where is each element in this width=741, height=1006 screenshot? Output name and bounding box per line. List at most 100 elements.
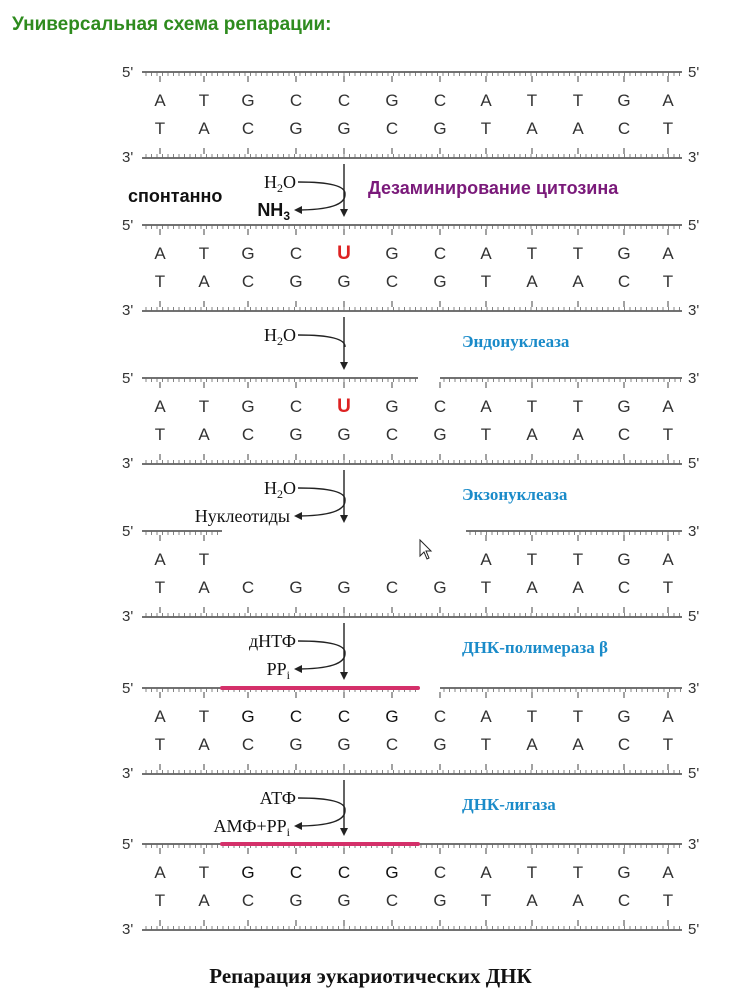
top-strand-base: A (480, 550, 492, 569)
bottom-strand-base: T (663, 578, 673, 597)
top-strand-base: G (617, 91, 630, 110)
top-strand-base: G (385, 707, 398, 726)
bottom-strand-base: A (526, 119, 538, 138)
bottom-strand-base: A (198, 272, 210, 291)
top-strand-base: C (338, 707, 350, 726)
bottom-strand-base: G (433, 578, 446, 597)
top-strand-base: T (527, 91, 537, 110)
top-strand-base: C (290, 863, 302, 882)
bottom-strand-base: G (337, 578, 350, 597)
input-reagent: АТФ (260, 788, 296, 808)
top-strand-base: T (573, 244, 583, 263)
bottom-left-end-label: 3' (122, 765, 133, 782)
bottom-strand-base: G (337, 425, 350, 444)
bottom-strand-base: G (289, 272, 302, 291)
top-strand-base: T (573, 707, 583, 726)
step-arrow-head (340, 828, 348, 836)
bottom-right-end-label: 5' (688, 765, 699, 782)
top-strand-base: G (241, 244, 254, 263)
bottom-strand-base: G (433, 891, 446, 910)
bottom-right-end-label: 3' (688, 149, 699, 166)
top-strand-base: A (662, 91, 674, 110)
output-arrow-head (294, 512, 302, 520)
top-strand-base: G (617, 707, 630, 726)
bottom-strand-base: A (572, 578, 584, 597)
output-curve (295, 193, 346, 211)
bottom-strand-base: T (663, 425, 673, 444)
top-strand-base: T (527, 863, 537, 882)
top-left-end-label: 5' (122, 370, 133, 387)
output-arrow-head (294, 665, 302, 673)
top-strand-base: T (199, 550, 209, 569)
input-curve (297, 797, 346, 811)
process-label: Экзонуклеаза (462, 485, 568, 504)
input-curve (297, 487, 346, 501)
top-left-end-label: 5' (122, 523, 133, 540)
bottom-strand-base: G (337, 735, 350, 754)
bottom-strand-base: A (572, 272, 584, 291)
top-strand-base: A (154, 863, 166, 882)
top-strand-base: G (241, 707, 254, 726)
top-strand-base: A (154, 707, 166, 726)
bottom-strand-base: A (198, 578, 210, 597)
top-strand-base: T (199, 397, 209, 416)
top-right-end-label: 5' (688, 64, 699, 81)
top-strand-base: T (527, 397, 537, 416)
bottom-strand-base: A (198, 735, 210, 754)
spontaneous-label: спонтанно (128, 186, 222, 206)
output-product: АМФ+PPi (213, 816, 290, 839)
bottom-strand-base: C (618, 735, 630, 754)
bottom-strand-base: C (242, 891, 254, 910)
bottom-strand-base: G (289, 578, 302, 597)
bottom-strand-base: G (289, 425, 302, 444)
top-strand-base: A (154, 244, 166, 263)
bottom-strand-base: G (433, 119, 446, 138)
bottom-left-end-label: 3' (122, 921, 133, 938)
bottom-strand-base: C (386, 578, 398, 597)
top-left-end-label: 5' (122, 217, 133, 234)
bottom-strand-base: G (433, 425, 446, 444)
top-strand-base: A (662, 707, 674, 726)
top-strand-base: T (199, 244, 209, 263)
output-curve (295, 809, 346, 827)
bottom-left-end-label: 3' (122, 608, 133, 625)
output-product: NH3 (257, 200, 290, 223)
bottom-left-end-label: 3' (122, 302, 133, 319)
page-title: Универсальная схема репарации: (12, 14, 332, 35)
uracil-base: U (337, 243, 351, 264)
top-strand-base: T (573, 863, 583, 882)
top-strand-base: C (290, 397, 302, 416)
top-right-end-label: 5' (688, 217, 699, 234)
top-strand-base: A (662, 397, 674, 416)
top-strand-base: G (241, 863, 254, 882)
top-strand-base: T (573, 91, 583, 110)
bottom-strand-base: C (618, 578, 630, 597)
bottom-strand-base: G (337, 891, 350, 910)
top-strand-base: G (617, 397, 630, 416)
bottom-strand-base: A (572, 735, 584, 754)
bottom-strand-base: C (386, 119, 398, 138)
bottom-strand-base: G (337, 119, 350, 138)
input-reagent: H2O (264, 172, 296, 195)
top-strand-base: G (241, 397, 254, 416)
bottom-right-end-label: 5' (688, 608, 699, 625)
bottom-strand-base: A (198, 119, 210, 138)
top-strand-base: A (154, 91, 166, 110)
top-strand-base: A (154, 397, 166, 416)
bottom-strand-base: C (242, 425, 254, 444)
bottom-strand-base: T (155, 735, 165, 754)
top-strand-base: T (527, 244, 537, 263)
top-strand-base: T (573, 550, 583, 569)
input-reagent: H2O (264, 325, 296, 348)
output-curve (295, 652, 346, 670)
bottom-strand-base: G (433, 735, 446, 754)
bottom-strand-base: A (572, 119, 584, 138)
bottom-right-end-label: 5' (688, 455, 699, 472)
bottom-strand-base: G (289, 891, 302, 910)
